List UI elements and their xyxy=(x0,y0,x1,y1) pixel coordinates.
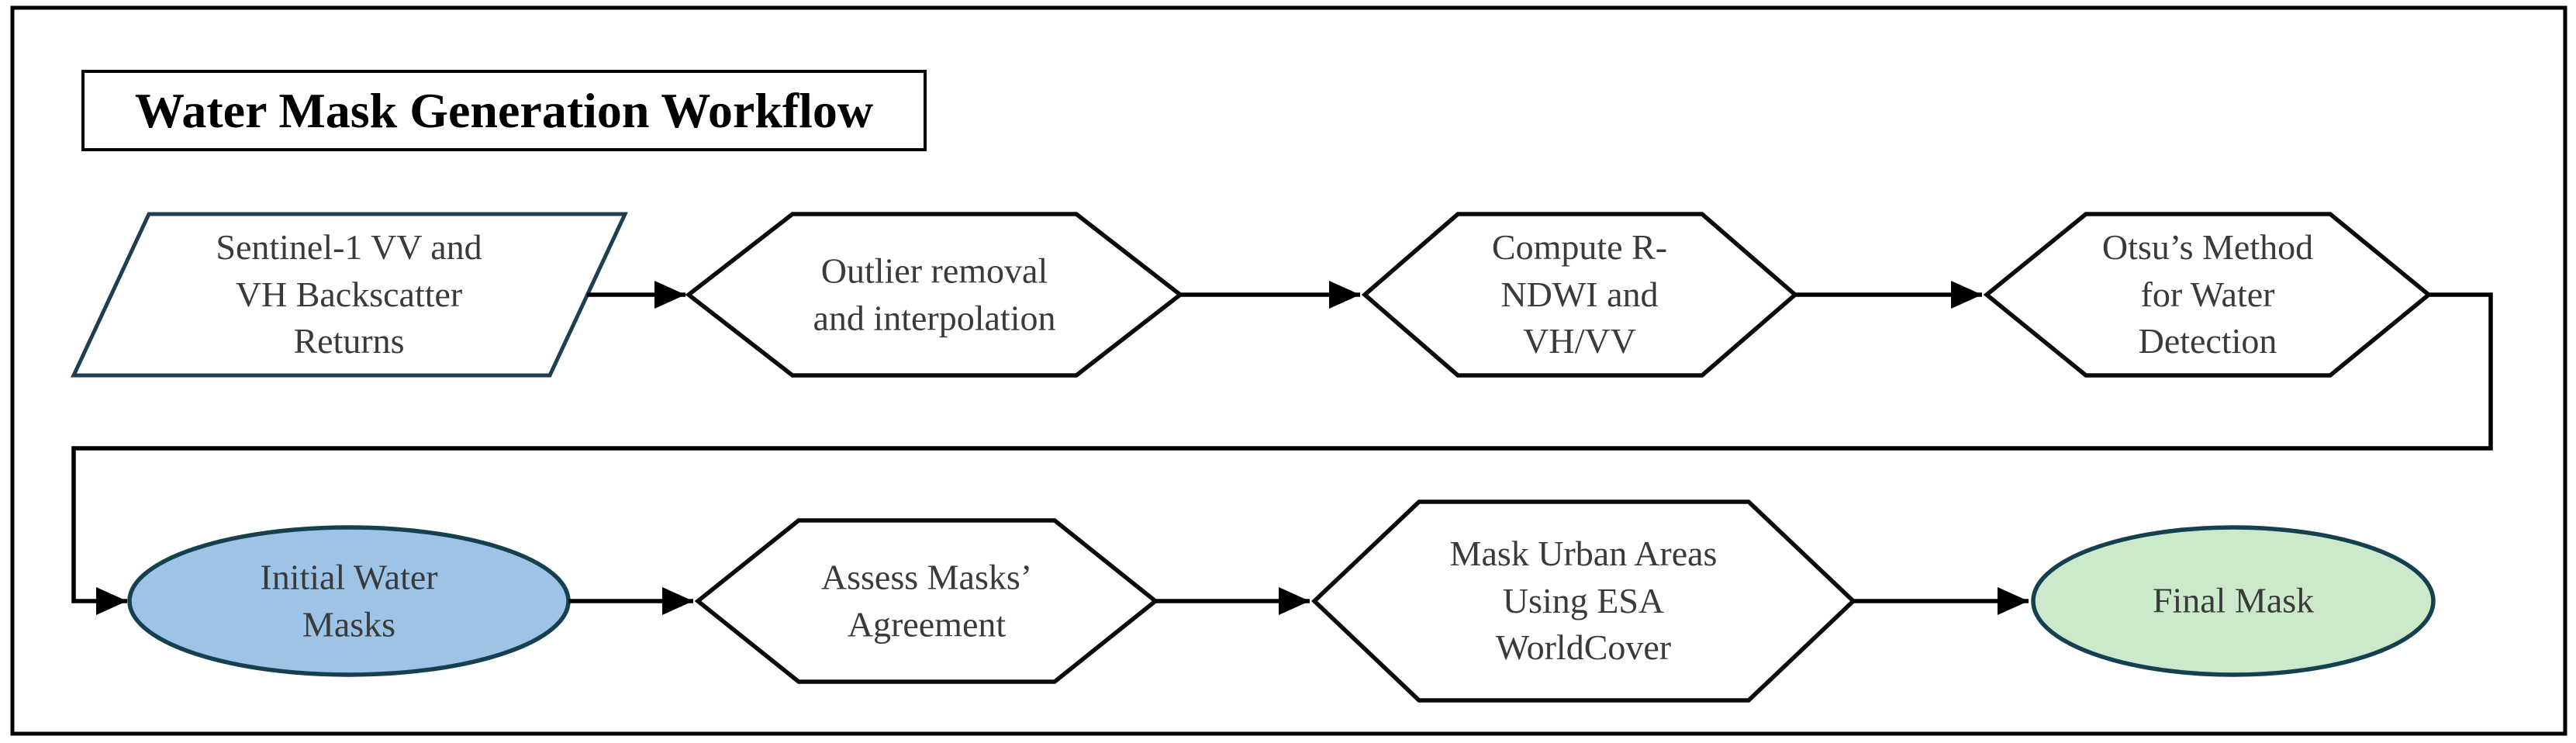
label-assess-agreement: Assess Masks’ Agreement xyxy=(820,557,1033,644)
label-outlier-removal: Outlier removal and interpolation xyxy=(813,251,1056,337)
label-sentinel-input: Sentinel-1 VV and VH Backscatter Returns xyxy=(216,226,482,361)
label-mask-urban: Mask Urban Areas Using ESA WorldCover xyxy=(1449,533,1718,668)
connector-otsu-to-initial-masks xyxy=(71,292,2493,615)
label-final-mask: Final Mask xyxy=(2152,580,2315,620)
label-otsu-method: Otsu’s Method for Water Detection xyxy=(2101,226,2314,361)
parallelogram-sentinel-input xyxy=(71,212,628,378)
figure-frame xyxy=(10,5,2567,736)
label-compute-rndwi: Compute R- NDWI and VH/VV xyxy=(1491,226,1668,361)
label-initial-water-masks: Initial Water Masks xyxy=(260,557,438,644)
diagram-title: Water Mask Generation Workflow xyxy=(134,82,874,138)
diagram-title-box: Water Mask Generation Workflow xyxy=(81,70,927,151)
ellipse-final-mask xyxy=(2031,525,2436,677)
